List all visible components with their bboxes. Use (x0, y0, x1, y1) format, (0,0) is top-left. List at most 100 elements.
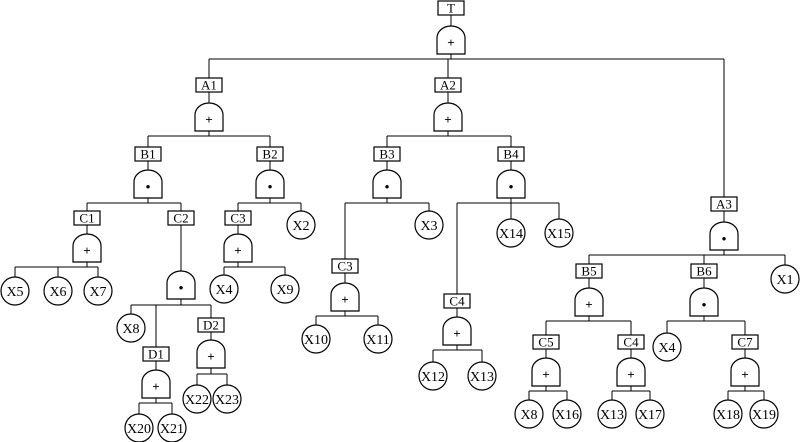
basic-event-x12: X12 (418, 361, 448, 391)
basic-event-circle (597, 399, 627, 429)
and-gate-shape (689, 287, 719, 317)
gate-a2: A2 + (433, 77, 463, 132)
basic-event-circle (713, 399, 743, 429)
basic-event-label: X4 (658, 341, 675, 356)
basic-event-x2: X2 (286, 210, 316, 240)
basic-event-x13: X13 (597, 399, 627, 429)
basic-event-label: X12 (421, 370, 445, 385)
basic-event-circle (414, 210, 444, 240)
basic-event-label: X4 (215, 283, 232, 298)
gate-label: B4 (503, 147, 519, 162)
and-gate-symbol: • (146, 179, 151, 194)
or-gate-shape (330, 282, 360, 312)
basic-event-circle (301, 324, 331, 354)
or-gate-shape (531, 357, 561, 387)
basic-event-label: X18 (716, 408, 740, 423)
gate-c3: C3+ (330, 258, 360, 312)
basic-event-label: X1 (776, 273, 793, 288)
basic-event-x6: X6 (43, 276, 73, 306)
or-gate-symbol: + (207, 349, 214, 364)
basic-event-x15: X15 (544, 218, 574, 248)
basic-event-circle (496, 218, 526, 248)
gate-label: C4 (623, 335, 639, 350)
basic-event-x8: X8 (514, 399, 544, 429)
gate-label: C7 (737, 335, 753, 350)
basic-event-circle (124, 413, 154, 442)
basic-event-label: X22 (185, 393, 209, 408)
basic-event-x8: X8 (116, 313, 146, 343)
basic-event-label: X23 (215, 393, 239, 408)
gate-label: C3 (337, 259, 352, 274)
basic-event-label: X14 (499, 227, 523, 242)
basic-event-label: X20 (127, 422, 151, 437)
basic-event-x14: X14 (496, 218, 526, 248)
gate-label: B6 (696, 264, 712, 279)
gate-b5: B5+ (574, 263, 604, 317)
and-gate-shape (709, 221, 739, 251)
basic-event-label: X13 (470, 370, 494, 385)
basic-event-label: X7 (89, 285, 106, 300)
gate-label: C5 (538, 335, 553, 350)
basic-event-x4: X4 (209, 274, 239, 304)
basic-event-label: X15 (547, 227, 571, 242)
basic-event-x23: X23 (212, 384, 242, 414)
or-gate-shape (141, 369, 171, 399)
basic-event-label: X5 (6, 285, 23, 300)
basic-event-x16: X16 (552, 399, 582, 429)
and-gate-symbol: • (385, 179, 390, 194)
basic-event-circle (270, 274, 300, 304)
basic-event-label: X9 (276, 283, 293, 298)
gate-label: B1 (140, 147, 155, 162)
basic-event-x1: X1 (770, 264, 800, 294)
or-gate-shape (194, 102, 224, 132)
gate-label: A2 (440, 78, 456, 93)
basic-event-x7: X7 (83, 276, 113, 306)
or-gate-shape (72, 233, 102, 263)
and-gate-symbol: • (268, 179, 273, 194)
gate-c2: C2• (166, 210, 196, 300)
basic-event-x17: X17 (635, 399, 665, 429)
basic-event-circle (0, 276, 30, 306)
basic-event-x20: X20 (124, 413, 154, 442)
or-gate-symbol: + (542, 367, 549, 382)
or-gate-symbol: + (453, 326, 460, 341)
or-gate-shape (730, 357, 760, 387)
or-gate-symbol: + (627, 367, 634, 382)
gate-b2: B2• (255, 146, 285, 199)
basic-event-x10: X10 (301, 324, 331, 354)
gate-b6: B6• (689, 263, 719, 317)
and-gate-symbol: • (722, 231, 727, 246)
basic-event-label: X11 (366, 333, 390, 348)
or-gate-shape (574, 287, 604, 317)
basic-event-circle (467, 361, 497, 391)
gate-c7: C7+ (730, 334, 760, 387)
gate-b1: B1 • (133, 146, 163, 199)
basic-event-x19: X19 (749, 399, 779, 429)
and-gate-shape (166, 270, 196, 300)
gate-t: T+ (436, 0, 466, 55)
gate-c5: C5 + (531, 334, 561, 387)
or-gate-shape (196, 339, 226, 369)
basic-event-circle (552, 399, 582, 429)
basic-event-circle (514, 399, 544, 429)
basic-event-circle (749, 399, 779, 429)
and-gate-shape (255, 169, 285, 199)
or-gate-shape (616, 357, 646, 387)
basic-event-circle (544, 218, 574, 248)
gate-label: T (447, 1, 455, 16)
gate-label: A3 (716, 197, 732, 212)
or-gate-symbol: + (444, 112, 451, 127)
basic-event-label: X6 (49, 285, 66, 300)
basic-event-circle (418, 361, 448, 391)
gate-label: B5 (581, 264, 596, 279)
basic-event-label: X19 (752, 408, 776, 423)
basic-event-x11: X11 (363, 324, 393, 354)
gate-label: C2 (173, 211, 188, 226)
basic-event-label: X10 (304, 333, 328, 348)
basic-event-x5: X5 (0, 276, 30, 306)
basic-event-x4: X4 (652, 332, 682, 362)
basic-event-circle (363, 324, 393, 354)
gate-label: B3 (379, 147, 394, 162)
or-gate-shape (223, 233, 253, 263)
